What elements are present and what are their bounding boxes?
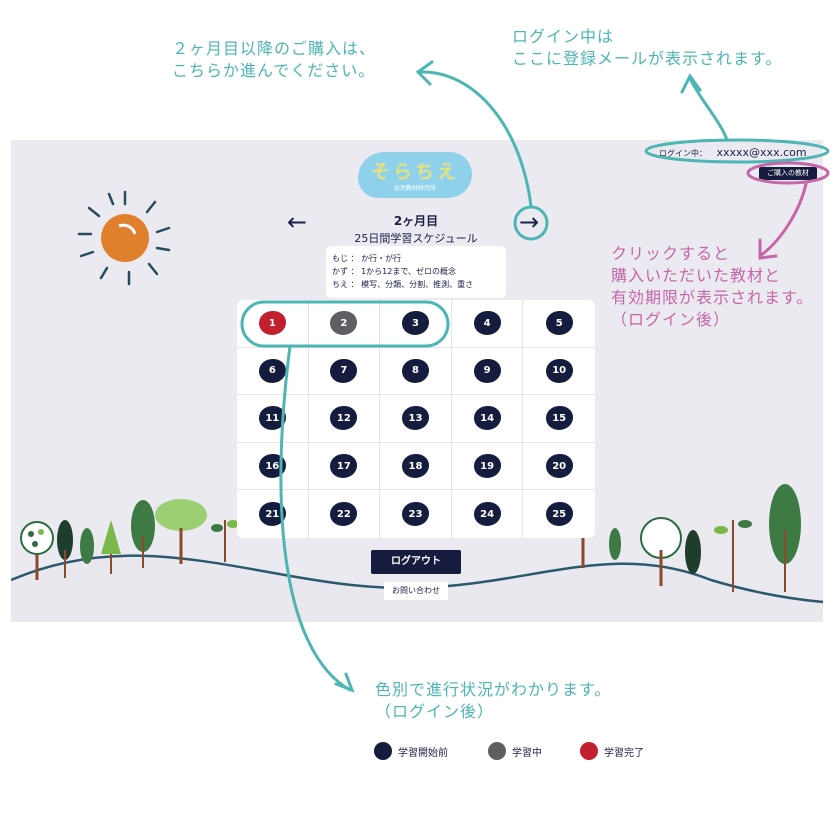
day-number-badge: 14 xyxy=(473,406,501,431)
day-number-badge: 15 xyxy=(545,406,573,431)
sun-illustration xyxy=(77,190,171,286)
info-line: かず ： 1から12まで、ゼロの概念 xyxy=(332,267,457,276)
arrow-to-colors-stroke xyxy=(279,344,355,693)
day-number-badge: 2 xyxy=(330,311,358,336)
logo-subtitle: 幼児教材研究所 xyxy=(393,185,436,192)
day-cell[interactable]: 25 xyxy=(523,490,595,538)
logout-button[interactable]: ログアウト xyxy=(371,550,461,574)
legend-label: 学習開始前 xyxy=(398,747,448,759)
legend-label: 学習中 xyxy=(512,747,542,759)
legend-label: 学習完了 xyxy=(604,747,644,759)
day-number-badge: 24 xyxy=(473,502,501,527)
legend-dot-icon xyxy=(580,742,598,760)
day-cell[interactable]: 23 xyxy=(380,490,452,538)
day-number-badge: 13 xyxy=(401,406,429,431)
legend-item: 学習中 xyxy=(488,742,542,760)
day-number-badge: 22 xyxy=(330,502,358,527)
day-number-badge: 20 xyxy=(545,454,573,479)
day-cell[interactable]: 4 xyxy=(451,300,524,348)
login-email: xxxxx@xxx.com xyxy=(716,146,807,159)
annotation-login: ログイン中は ここに登録メールが表示されます。 xyxy=(512,26,782,70)
info-line: もじ ： か行・が行 xyxy=(332,254,402,263)
arrow-to-click-note-stroke xyxy=(758,182,808,260)
annotation-text: ログイン中は xyxy=(512,27,615,46)
day-number-badge: 4 xyxy=(473,311,501,336)
day-cell[interactable]: 18 xyxy=(380,442,452,491)
day-cell[interactable]: 24 xyxy=(452,490,524,538)
annotation-colors: 色別で進行状況がわかります。 （ログイン後） xyxy=(375,679,611,723)
logo[interactable]: そらちえ 幼児教材研究所 xyxy=(358,152,472,198)
annotation-text: ここに登録メールが表示されます。 xyxy=(512,49,783,68)
contact-button[interactable]: お問い合わせ xyxy=(384,582,448,600)
arrow-to-login-stroke xyxy=(680,73,729,142)
annotation-click: クリックすると 購入いただいた教材と 有効期限が表示されます。 （ログイン後） xyxy=(611,243,813,331)
day-cell[interactable]: 8 xyxy=(380,347,452,396)
day-number-badge: 19 xyxy=(473,454,501,479)
day-cell[interactable]: 9 xyxy=(451,347,524,396)
highlight-days-ring xyxy=(240,300,450,348)
day-cell[interactable]: 6 xyxy=(237,347,309,396)
day-cell[interactable]: 15 xyxy=(523,395,595,443)
day-number-badge: 10 xyxy=(545,358,573,383)
day-cell[interactable]: 22 xyxy=(309,490,381,538)
arrow-to-purchase-stroke xyxy=(415,60,533,208)
day-cell[interactable]: 7 xyxy=(308,347,381,396)
day-number-badge: 3 xyxy=(401,311,429,336)
curriculum-info: もじ ： か行・が行 かず ： 1から12まで、ゼロの概念 ちえ ： 模写、分類… xyxy=(326,246,506,298)
day-number-badge: 25 xyxy=(545,502,573,527)
purchased-materials-button[interactable]: ご購入の教材 xyxy=(759,167,817,180)
legend-dot-icon xyxy=(374,742,392,760)
day-cell[interactable]: 20 xyxy=(523,443,595,491)
day-number-badge: 8 xyxy=(401,358,429,383)
annotation-purchase: ２ヶ月目以降のご購入は、 こちらか進んでください。 xyxy=(172,38,376,82)
app-screen: そらちえ 幼児教材研究所 ログイン中： xxxxx@xxx.com ご購入の教材… xyxy=(11,140,823,622)
month-title: 2ヶ月目 xyxy=(393,214,439,228)
day-cell[interactable]: 19 xyxy=(451,442,524,491)
day-number-badge: 5 xyxy=(545,311,573,336)
day-number-badge: 7 xyxy=(330,358,358,383)
annotation-text: クリックすると xyxy=(611,244,731,263)
login-label: ログイン中： xyxy=(659,149,707,158)
prev-month-arrow-icon[interactable]: ← xyxy=(287,208,308,236)
highlight-purchased-ring xyxy=(746,161,830,185)
annotation-text: ２ヶ月目以降のご購入は、 xyxy=(172,39,377,58)
trees-left xyxy=(20,499,239,580)
login-status: ログイン中： xxxxx@xxx.com xyxy=(659,146,807,159)
legend-item: 学習完了 xyxy=(580,742,644,760)
day-number-badge: 6 xyxy=(258,358,286,383)
day-cell[interactable]: 12 xyxy=(308,395,381,443)
day-cell[interactable]: 13 xyxy=(380,395,452,443)
next-month-arrow-icon[interactable]: → xyxy=(519,208,540,236)
day-cell[interactable]: 10 xyxy=(523,348,595,396)
schedule-title: 25日間学習スケジュール xyxy=(354,232,478,245)
day-cell[interactable]: 17 xyxy=(308,442,381,491)
day-number-badge: 23 xyxy=(401,502,429,527)
day-cell[interactable]: 14 xyxy=(451,395,524,443)
day-number-badge: 1 xyxy=(258,311,286,336)
day-number-badge: 18 xyxy=(401,454,429,479)
day-number-badge: 9 xyxy=(473,358,501,383)
day-cell[interactable]: 1 xyxy=(237,300,309,348)
annotation-text: （ログイン後） xyxy=(611,310,731,329)
highlight-next-ring xyxy=(513,205,549,241)
annotation-text: 購入いただいた教材と xyxy=(611,266,782,285)
annotation-text: （ログイン後） xyxy=(375,702,495,721)
day-cell[interactable]: 5 xyxy=(523,300,595,348)
annotation-text: 色別で進行状況がわかります。 xyxy=(375,680,612,699)
legend-dot-icon xyxy=(488,742,506,760)
legend-item: 学習開始前 xyxy=(374,742,448,760)
day-number-badge: 17 xyxy=(330,454,358,479)
trees-right xyxy=(581,484,801,592)
annotation-text: 有効期限が表示されます。 xyxy=(611,288,814,307)
annotation-text: こちらか進んでください。 xyxy=(172,61,376,80)
info-line: ちえ ： 模写、分類、分割、推測、重さ xyxy=(332,280,474,289)
logo-text: そらちえ xyxy=(370,161,459,183)
highlight-login-ring xyxy=(644,138,830,164)
